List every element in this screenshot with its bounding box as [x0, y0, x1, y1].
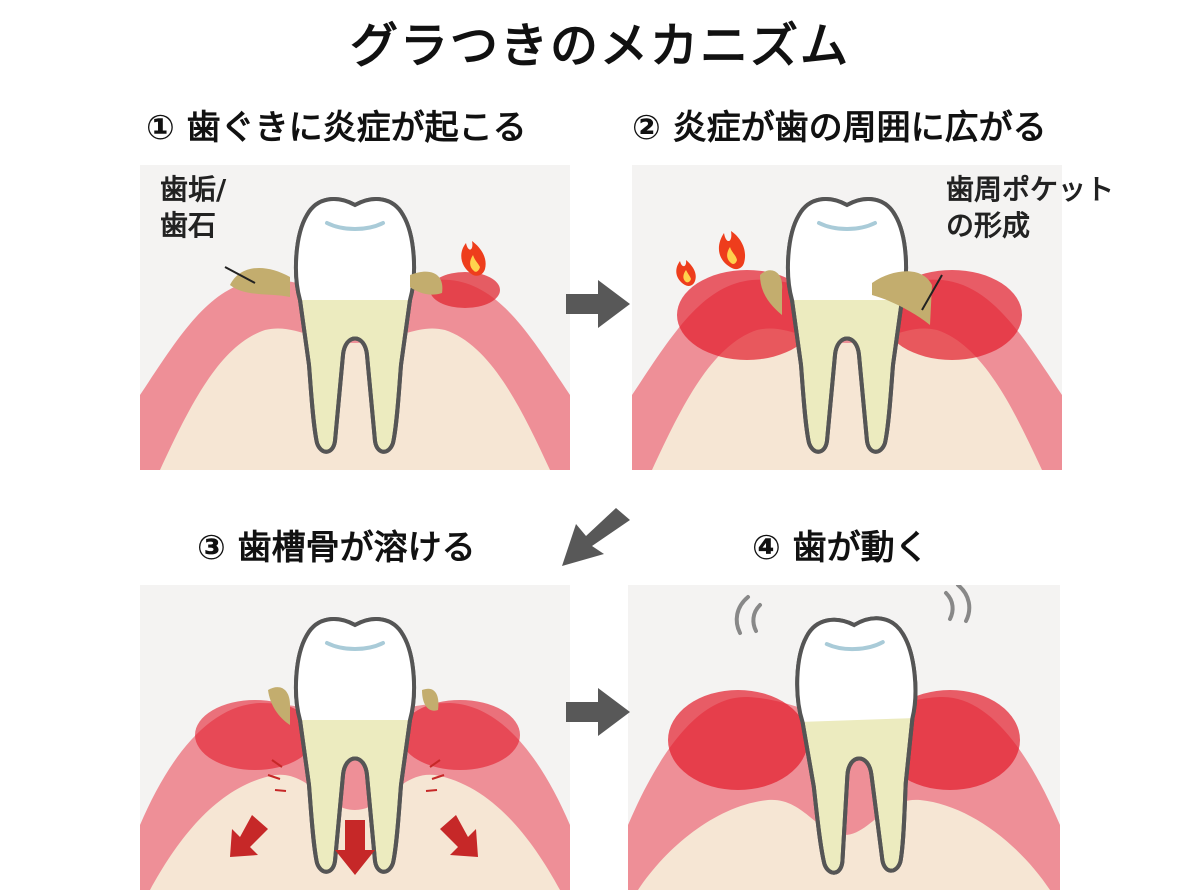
panel-step-3	[140, 585, 570, 890]
callout-pocket-line2: の形成	[946, 209, 1031, 242]
step-1-title: ① 歯ぐきに炎症が起こる	[146, 100, 527, 149]
panel-step-1	[140, 165, 570, 470]
step-1-label: 歯ぐきに炎症が起こる	[186, 108, 527, 148]
step-3-title: ③ 歯槽骨が溶ける	[197, 520, 476, 569]
callout-plaque-line2: 歯石	[160, 209, 217, 242]
step-3-label: 歯槽骨が溶ける	[237, 528, 476, 568]
callout-pocket-line1: 歯周ポケット	[946, 173, 1115, 206]
step-2-number: ②	[632, 108, 661, 148]
step-2-title: ② 炎症が歯の周囲に広がる	[632, 100, 1047, 149]
step-1-number: ①	[146, 108, 175, 148]
tartar-right	[410, 271, 443, 295]
vibration-icon-left	[734, 595, 762, 635]
down-left-arrow-icon	[562, 508, 630, 566]
right-arrow-icon	[566, 688, 630, 736]
vibration-icon-right	[944, 585, 972, 623]
callout-plaque-line1: 歯垢/	[160, 173, 227, 206]
step-4-title: ④ 歯が動く	[752, 520, 929, 569]
callout-plaque-tartar: 歯垢/ 歯石	[160, 172, 226, 244]
page-title: グラつきのメカニズム	[349, 18, 850, 74]
panel-step-4	[628, 585, 1060, 890]
step-4-label: 歯が動く	[792, 528, 929, 568]
callout-periodontal-pocket: 歯周ポケット の形成	[946, 172, 1114, 244]
flame-icon	[461, 241, 486, 276]
flame-icon	[676, 260, 696, 286]
step-2-label: 炎症が歯の周囲に広がる	[672, 108, 1047, 148]
panel-step-2	[632, 165, 1062, 470]
flame-icon	[718, 231, 746, 270]
tartar-left	[230, 267, 290, 297]
step-3-number: ③	[197, 528, 226, 568]
step-4-number: ④	[752, 528, 781, 568]
down-arrow-icon	[230, 815, 478, 875]
right-arrow-icon	[566, 280, 630, 328]
